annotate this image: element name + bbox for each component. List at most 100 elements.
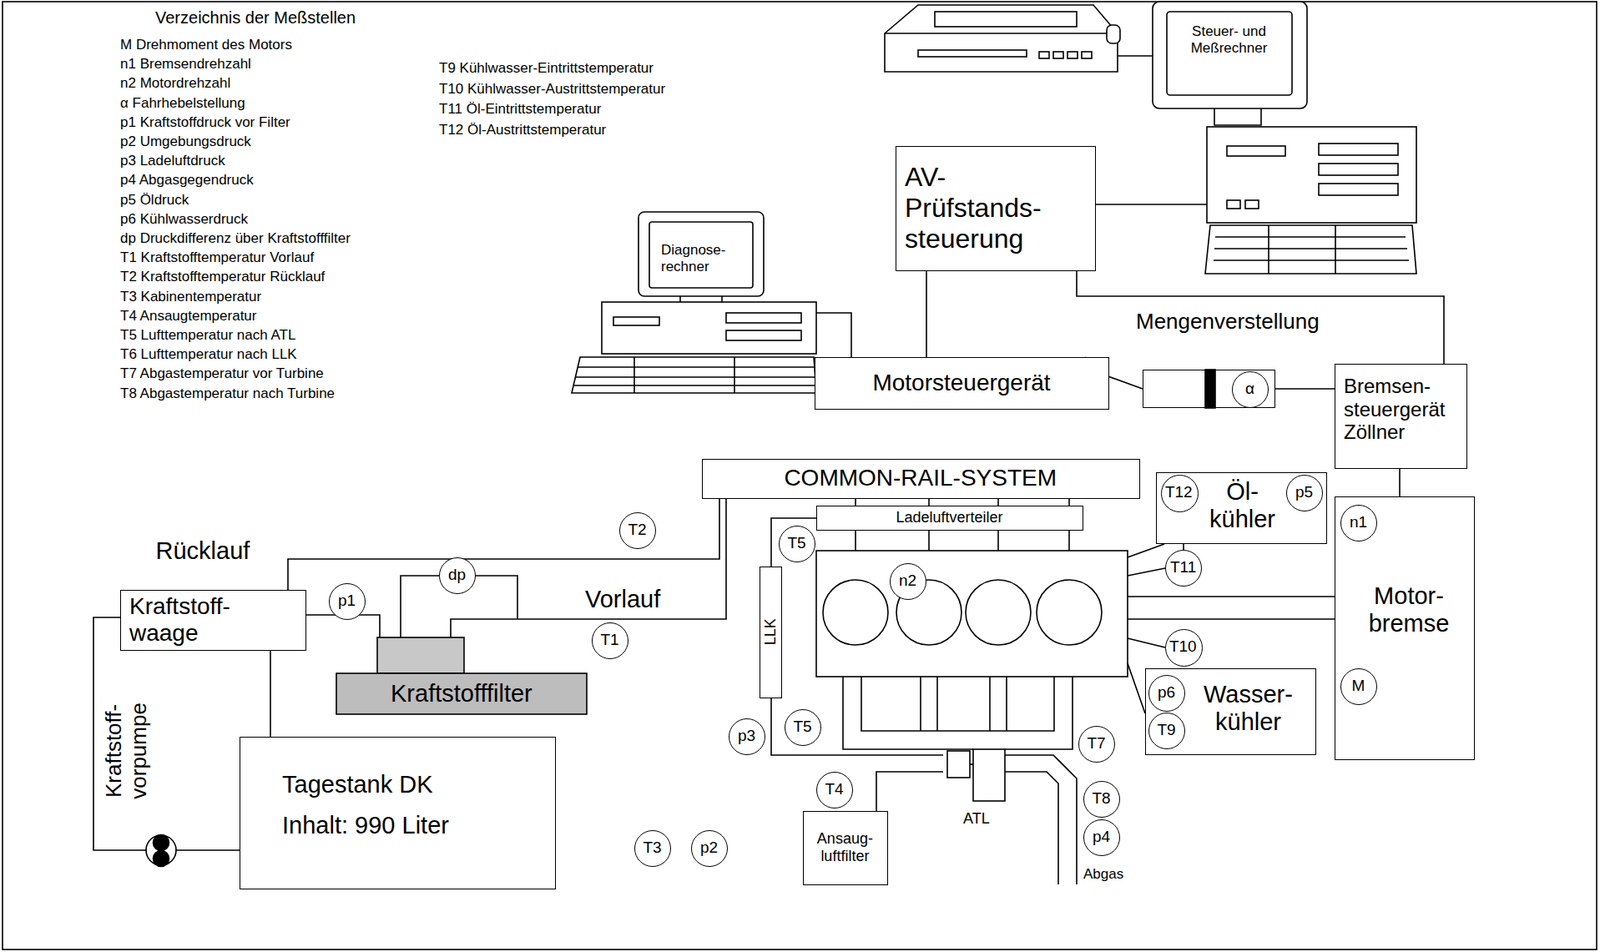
measure-point: T3: [634, 830, 672, 868]
point-label: T4: [824, 780, 843, 799]
component-box: Öl- kühlerT12 p5: [1155, 472, 1328, 545]
measure-point: p5: [1286, 474, 1323, 512]
measure-point: T5: [784, 709, 822, 747]
component-label: ATL: [963, 810, 990, 828]
connector: [771, 698, 944, 756]
point-label: T7: [1086, 734, 1106, 753]
component-label: LLK: [762, 618, 780, 646]
note-text: α Fahrhebelstellung: [120, 95, 246, 112]
measure-point: p2: [691, 830, 728, 868]
point-label: p4: [1092, 827, 1111, 847]
measure-point: T5: [778, 525, 816, 563]
component-label: Öl- kühler: [1202, 478, 1283, 535]
measure-point: T7: [1078, 726, 1116, 763]
component-box: LLK: [759, 566, 783, 699]
point-label: dp: [448, 565, 466, 585]
note-text: T6 Lufttemperatur nach LLK: [120, 346, 298, 364]
note-text: M Drehmoment des Motors: [120, 36, 293, 54]
connector: [1095, 203, 1147, 206]
point-label: T9: [1156, 721, 1176, 740]
component-box: COMMON-RAIL-SYSTEM: [701, 459, 1141, 500]
point-label: p1: [338, 591, 356, 611]
component-label: Ladeluftverteiler: [895, 509, 1003, 527]
component-box: Kraftstofffilter: [336, 637, 587, 715]
note-text: T12 Öl-Austrittstemperatur: [439, 121, 606, 139]
note-text: T11 Öl-Eintrittstemperatur: [439, 100, 601, 118]
component-label: AV- Prüfstands- steuerung: [904, 161, 1064, 254]
measure-point: T1: [591, 622, 629, 660]
list-heading: Verzeichnis der Meßstellen: [155, 8, 356, 28]
component-box: Bremsen- steuergerät Zöllner: [1334, 363, 1468, 470]
note-text: n1 Bremsendrehzahl: [120, 55, 252, 73]
component-label: Ansaug- luftfilter: [811, 830, 879, 865]
note-text: T2 Kraftstofftemperatur Rücklauf: [120, 268, 325, 286]
measure-point: T12: [1160, 474, 1199, 513]
connector: [771, 518, 817, 567]
component-label: Motor- bremse: [1362, 582, 1455, 639]
point-label: T8: [1091, 789, 1111, 808]
measure-point: n1: [1340, 504, 1378, 542]
component-box: Motorsteuergerät: [814, 357, 1110, 410]
component-label: Diagnose- rechner: [661, 242, 737, 275]
note-text: T10 Kühlwasser-Austrittstemperatur: [439, 80, 666, 98]
line-label: Rücklauf: [153, 537, 253, 566]
component-box: ATL: [943, 747, 1010, 831]
measure-point: T2: [619, 512, 657, 550]
measure-point: α: [1231, 371, 1269, 409]
point-label: T10: [1169, 637, 1197, 657]
connector: [1182, 544, 1185, 551]
point-label: T3: [642, 838, 662, 858]
measure-point: T10: [1165, 629, 1203, 667]
component-box: AV- Prüfstands- steuerung: [895, 146, 1096, 272]
measure-point: p4: [1083, 819, 1121, 857]
point-label: n2: [898, 571, 917, 591]
connector: [925, 271, 928, 358]
measure-point: dp: [439, 557, 476, 595]
point-label: p2: [700, 838, 718, 858]
point-label: T5: [792, 717, 812, 737]
component-box: Kraftstoff- waage: [120, 590, 307, 652]
note-text: T1 Kraftstofftemperatur Vorlauf: [120, 249, 314, 267]
point-label: α: [1245, 379, 1255, 399]
point-label: p5: [1295, 483, 1313, 502]
note-text: T5 Lufttemperatur nach ATL: [120, 327, 296, 344]
component-label: Bremsen- steuergerät Zöllner: [1343, 374, 1461, 445]
component-box: Tagestank DKInhalt: 990 Liter: [239, 736, 556, 890]
note-text: T7 Abgastemperatur vor Turbine: [120, 365, 324, 383]
measure-point: T9: [1148, 712, 1186, 750]
connector: [876, 772, 944, 812]
note-text: p5 Öldruck: [120, 191, 189, 209]
note-text: T8 Abgastemperatur nach Turbine: [120, 385, 335, 403]
connector: [1076, 271, 1444, 364]
measure-point: n2: [889, 563, 927, 601]
component-label: Motorsteuergerät: [872, 369, 1050, 397]
component-label: Inhalt: 990 Liter: [282, 812, 450, 840]
connector: [1398, 469, 1401, 497]
note-text: Abgas: [1083, 866, 1124, 884]
note-text: p1 Kraftstoffdruck vor Filter: [120, 114, 291, 132]
point-label: T5: [787, 534, 806, 553]
component-box: Wasser- kühlerp6T9: [1145, 668, 1317, 756]
note-text: p6 Kühlwasserdruck: [120, 211, 248, 228]
connector: [269, 651, 272, 737]
note-text: T9 Kühlwasser-Eintrittstemperatur: [439, 60, 654, 77]
component-box: Ansaug- luftfilter: [802, 811, 889, 886]
measure-point: p1: [328, 583, 366, 621]
connector: [1275, 388, 1335, 390]
component-label: Wasser- kühler: [1196, 681, 1301, 737]
component-box: Steuer- und Meßrechner: [1146, 0, 1419, 276]
note-text: p2 Umgebungsdruck: [120, 133, 252, 151]
point-label: n1: [1349, 513, 1368, 532]
component-box: Mengenverstellungα: [1142, 369, 1276, 409]
note-text: T4 Ansaugtemperatur: [120, 307, 257, 325]
connector: [816, 312, 852, 358]
line-label: Vorlauf: [582, 585, 663, 614]
component-box: Kraftstoff- vorpumpe: [146, 834, 176, 867]
point-label: p3: [737, 726, 756, 746]
connector: [450, 499, 727, 638]
measure-point: M: [1340, 668, 1378, 706]
measure-point: p3: [728, 718, 766, 756]
component-box: Motor- bremse n1M: [1334, 496, 1475, 761]
connector: [287, 499, 720, 591]
component-label: Mengenverstellung: [1135, 309, 1320, 335]
